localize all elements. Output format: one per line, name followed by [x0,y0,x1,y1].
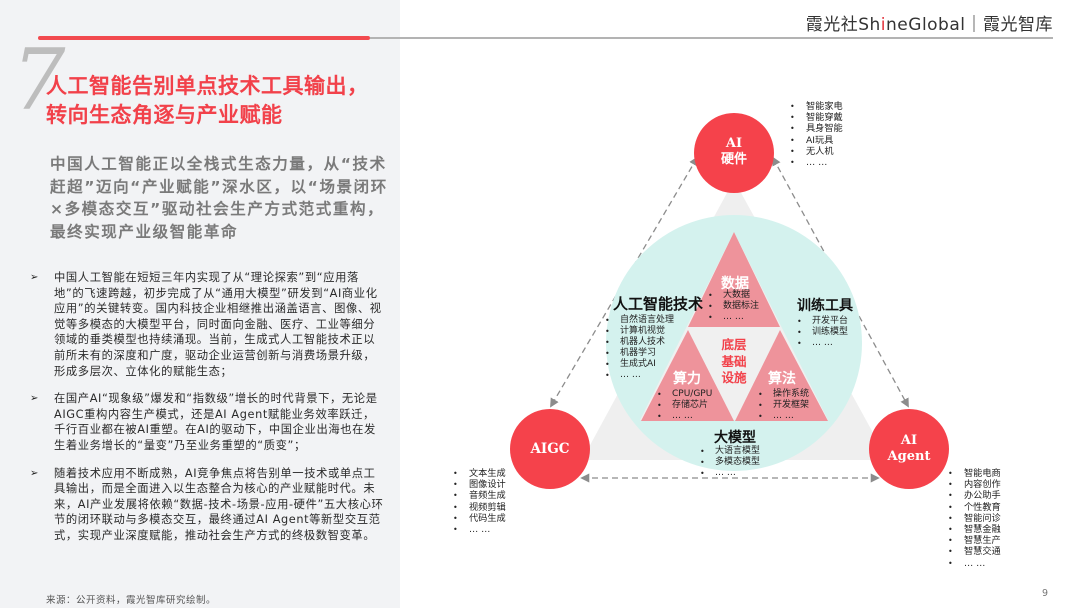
list-item: … … [708,312,759,323]
list-item: 办公助手 [948,490,1001,501]
list-item: 大语言模型 [700,446,760,457]
brand-highlight: i [880,15,887,35]
list-item: … … [700,468,760,479]
list-item: 内容创作 [948,479,1001,490]
center-label-line: 基础 [721,353,747,369]
compute-items-list: CPU/GPU 存储芯片 … … [657,389,712,422]
list-item: 智慧生产 [948,535,1001,546]
list-item: 开发框架 [758,400,809,411]
bullet-text: 随着技术应用不断成熟，AI竞争焦点将告别单一技术或单点工具输出，而是全面进入以生… [54,466,384,542]
list-item: 无人机 [790,146,843,157]
node-ai-hardware [694,113,774,193]
list-item: 个性教育 [948,502,1001,513]
left-panel [0,0,400,608]
node-label-line: AIGC [530,441,570,457]
page-title: 人工智能告别单点技术工具输出， 转向生态角逐与产业赋能 [46,72,369,130]
list-item: 智慧金融 [948,524,1001,535]
training-items-list: 开发平台 训练模型 … … [797,316,848,349]
center-infrastructure-label: 底层 基础 设施 [719,337,749,387]
arrow-bullet-icon: ➢ [30,272,39,283]
list-item: 生成式AI [605,359,674,370]
list-item: 代码生成 [453,513,506,524]
ai-tech-items-list: 自然语言处理 计算机视觉 机器人技术 机器学习 生成式AI … … [605,315,674,381]
list-item: 图像设计 [453,479,506,490]
bullet-item: ➢ 随着技术应用不断成熟，AI竞争焦点将告别单一技术或单点工具输出，而是全面进入… [30,466,385,544]
list-item: 存储芯片 [657,400,712,411]
node-label-line: 硬件 [720,152,747,167]
source-note: 来源：公开资料，霞光智库研究绘制。 [46,595,217,606]
list-item: AI玩具 [790,135,843,146]
arrow-bullet-icon: ➢ [30,467,39,479]
list-item: … … [605,370,674,381]
header-accent-bar [38,36,370,40]
list-item: … … [657,411,712,422]
list-item: … … [758,411,809,422]
node-label-line: AI [900,433,918,448]
bullet-text: 中国人工智能在短短三年内实现了从“理论探索”到“应用落地”的飞速跨越，初步完成了… [54,271,382,378]
node-ai-agent [869,409,949,489]
section-number: 7 [12,31,66,129]
section-training-title: 训练工具 [797,298,853,314]
list-item: 计算机视觉 [605,326,674,337]
triangle-data-title: 数据 [721,276,749,292]
list-item: … … [797,338,848,349]
list-item: 智能穿戴 [790,112,843,123]
aigc-items-list: 文本生成 图像设计 音频生成 视频剪辑 代码生成 … … [453,468,506,535]
brand-prefix: 霞光社Sh [805,15,881,35]
list-item: 智能问诊 [948,513,1001,524]
list-item: 智能家电 [790,101,843,112]
header-divider [370,37,1053,39]
arrow-bullet-icon: ➢ [30,393,39,405]
page-number: 9 [1042,588,1049,599]
list-item: 操作系统 [758,389,809,400]
algorithm-items-list: 操作系统 开发框架 … … [758,389,809,422]
brand-suffix: neGlobal｜霞光智库 [886,15,1053,35]
list-item: 智慧交通 [948,546,1001,557]
list-item: 智能电商 [948,468,1001,479]
bullet-item: ➢ 在国产AI“现象级”爆发和“指数级”增长的时代背景下，无论是AIGC重构内容… [30,391,385,453]
list-item: 文本生成 [453,468,506,479]
node-aigc [510,409,590,489]
llm-items-list: 大语言模型 多模态模型 … … [700,446,760,479]
list-item: 大数据 [708,290,759,301]
triangle-compute-title: 算力 [673,371,701,387]
data-items-list: 大数据 数据标注 … … [708,290,759,323]
list-item: … … [790,157,843,168]
node-aigc-label: AIGC [510,441,590,457]
list-item: 音频生成 [453,490,506,501]
bullet-text: 在国产AI“现象级”爆发和“指数级”增长的时代背景下，无论是AIGC重构内容生产… [54,392,378,452]
list-item: 开发平台 [797,316,848,327]
center-label-line: 底层 [721,337,747,352]
node-label-line: AI [725,136,743,151]
bullet-list: ➢ 中国人工智能在短短三年内实现了从“理论探索”到“应用落地”的飞速跨越，初步完… [30,270,385,556]
list-item: 自然语言处理 [605,315,674,326]
list-item: 数据标注 [708,301,759,312]
node-label-line: Agent [887,449,931,464]
center-label-line: 设施 [721,370,747,385]
list-item: 多模态模型 [700,457,760,468]
list-item: 视频剪辑 [453,502,506,513]
list-item: 机器学习 [605,348,674,359]
section-llm-title: 大模型 [714,430,756,446]
agent-items-list: 智能电商 内容创作 办公助手 个性教育 智能问诊 智慧金融 智慧生产 智慧交通 … [948,468,1001,569]
list-item: CPU/GPU [657,389,712,400]
subtitle: 中国人工智能正以全栈式生态力量，从“技术赶超”迈向“产业赋能”深水区，以“场景闭… [50,155,388,241]
triangle-algorithm-title: 算法 [768,371,796,387]
list-item: … … [948,558,1001,569]
bullet-item: ➢ 中国人工智能在短短三年内实现了从“理论探索”到“应用落地”的飞速跨越，初步完… [30,270,385,379]
hardware-items-list: 智能家电 智能穿戴 具身智能 AI玩具 无人机 … … [790,101,843,168]
brand-logo: 霞光社ShineGlobal｜霞光智库 [806,10,1053,35]
list-item: 具身智能 [790,123,843,134]
title-line-2: 转向生态角逐与产业赋能 [46,103,283,127]
node-ai-agent-label: AI Agent [874,433,944,465]
node-ai-hardware-label: AI 硬件 [704,136,764,168]
list-item: … … [453,524,506,535]
list-item: 机器人技术 [605,337,674,348]
list-item: 训练模型 [797,327,848,338]
title-line-1: 人工智能告别单点技术工具输出， [46,74,369,98]
section-ai-tech-title: 人工智能技术 [613,295,704,313]
